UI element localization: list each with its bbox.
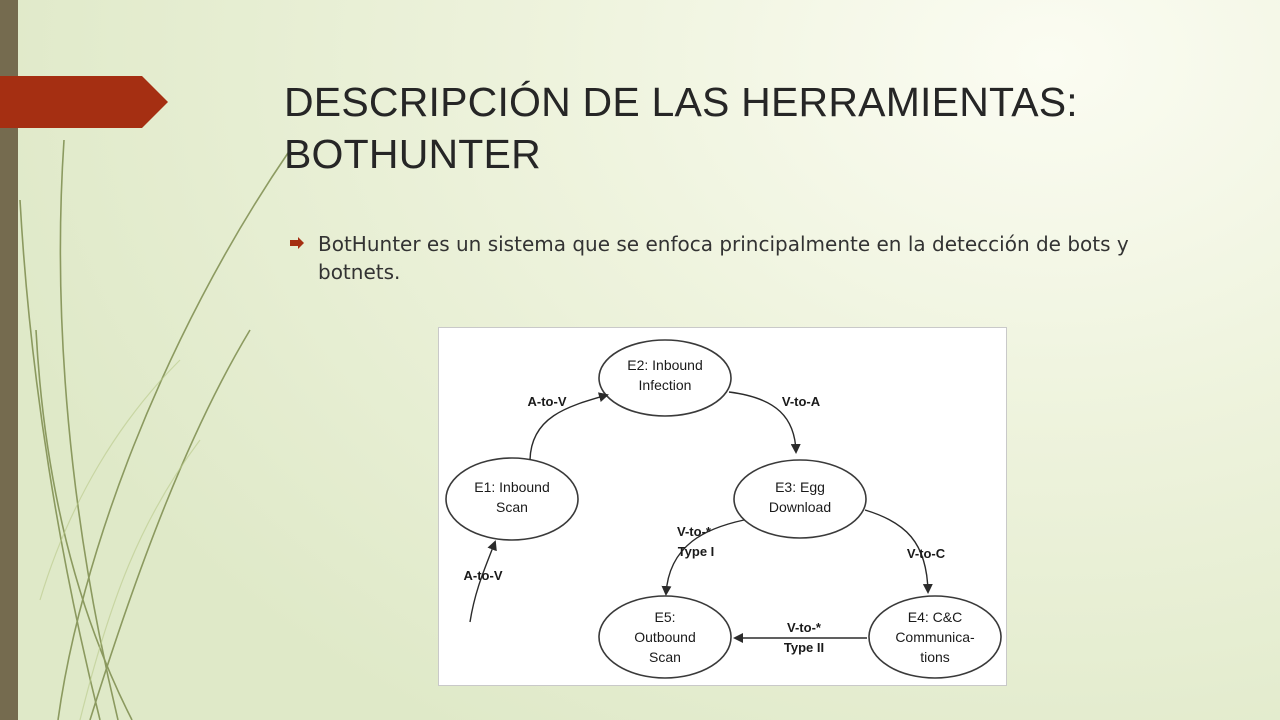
- edge-e3-e5-label-2: Type I: [678, 544, 715, 559]
- node-e1-label-2: Scan: [496, 499, 528, 515]
- node-e2-label-1: E2: Inbound: [627, 357, 703, 373]
- edge-e4-e5-label-2: Type II: [784, 640, 824, 655]
- edge-e1-e2-label: A-to-V: [528, 394, 567, 409]
- node-e3-ellipse: [733, 459, 867, 539]
- edge-e2-e3: [728, 391, 801, 454]
- edge-e3-e5: [661, 519, 745, 596]
- title-accent-arrow: [0, 76, 168, 128]
- node-e4-label-3: tions: [920, 649, 950, 665]
- node-e5-label-2: Outbound: [634, 629, 696, 645]
- edge-in-e1: [469, 540, 497, 623]
- arrow-bullet-icon: [290, 237, 304, 249]
- node-e3-label-2: Download: [769, 499, 831, 515]
- edge-e1-e2: [529, 392, 609, 461]
- node-e4-label-2: Communica-: [895, 629, 975, 645]
- edge-e3-e4-label: V-to-C: [907, 546, 946, 561]
- edge-in-e1-label: A-to-V: [464, 568, 503, 583]
- bothunter-diagram: E2: Inbound Infection E1: Inbound Scan E…: [438, 327, 1007, 686]
- node-e5-ellipse: [598, 595, 732, 679]
- node-e1-ellipse: [445, 457, 579, 541]
- left-bar: [0, 0, 18, 720]
- decorative-curves: [19, 139, 291, 720]
- edge-e3-e5-label-1: V-to-*: [677, 524, 712, 539]
- edge-e4-e5-label-1: V-to-*: [787, 620, 822, 635]
- edge-e3-e4: [864, 509, 933, 594]
- node-e3-label-1: E3: Egg: [775, 479, 825, 495]
- node-e2-ellipse: [598, 339, 732, 417]
- node-e4-label-1: E4: C&C: [908, 609, 962, 625]
- title-line-2: BOTHUNTER: [284, 131, 541, 177]
- node-e5-label-3: Scan: [649, 649, 681, 665]
- edge-e2-e3-label: V-to-A: [782, 394, 821, 409]
- node-e5-label-1: E5:: [654, 609, 675, 625]
- node-e2-label-2: Infection: [639, 377, 692, 393]
- slide-title: DESCRIPCIÓN DE LAS HERRAMIENTAS: BOTHUNTE…: [284, 76, 1184, 180]
- node-e4-ellipse: [868, 595, 1002, 679]
- node-e1-label-1: E1: Inbound: [474, 479, 550, 495]
- bullet-text: BotHunter es un sistema que se enfoca pr…: [318, 232, 1129, 284]
- title-line-1: DESCRIPCIÓN DE LAS HERRAMIENTAS:: [284, 79, 1078, 125]
